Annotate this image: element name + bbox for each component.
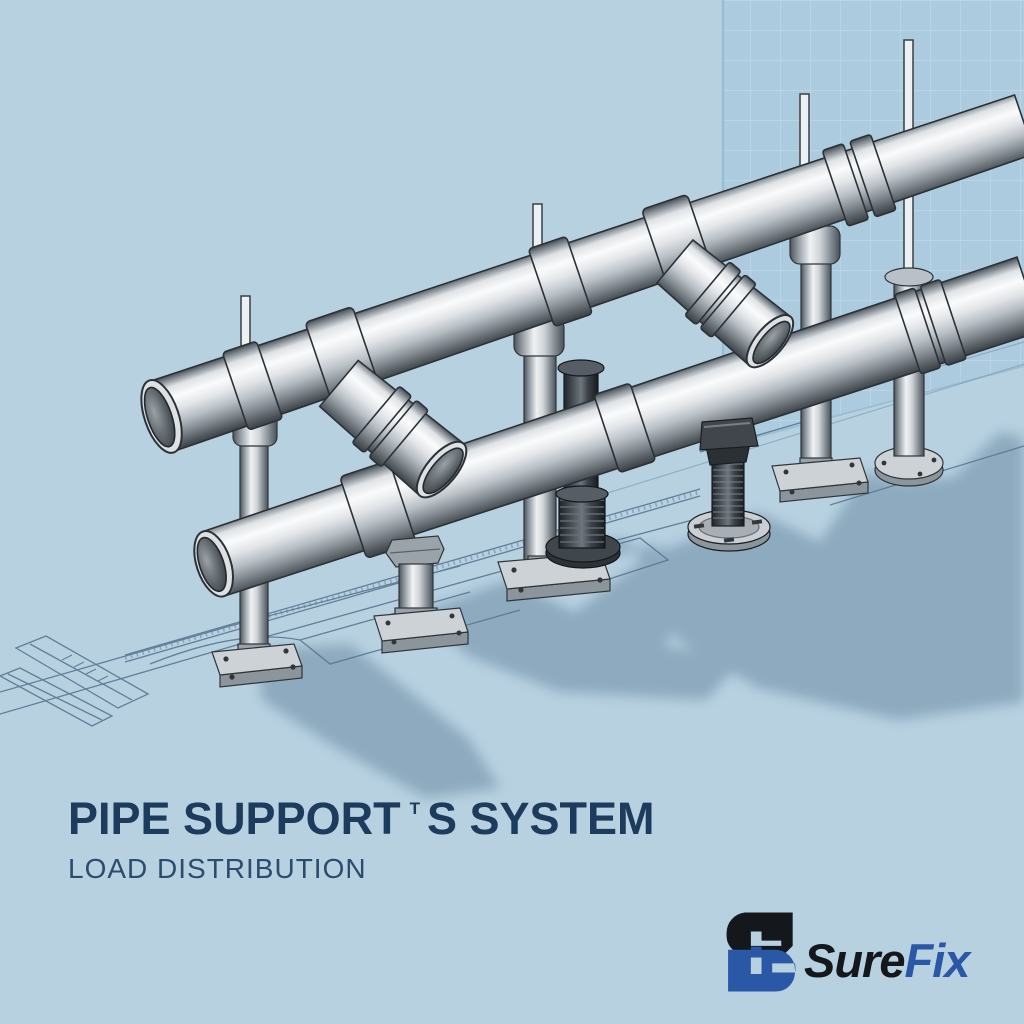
logo-text-sure: Sure — [804, 934, 905, 987]
pipe-coupling — [594, 383, 656, 473]
surefix-logo: SureFix — [722, 906, 971, 998]
title-text-post: S SYSTEM — [426, 793, 655, 844]
pipe-coupling — [849, 134, 897, 218]
branch-stub-left — [318, 359, 468, 499]
surefix-logo-icon — [726, 912, 796, 992]
pipe-coupling — [700, 274, 756, 338]
page-subtitle: LOAD DISTRIBUTION — [68, 853, 367, 884]
pipe-bore — [196, 536, 227, 593]
pipe-coupling — [528, 236, 593, 327]
ground-shadows — [258, 432, 1024, 798]
pipe-coupling — [822, 143, 869, 227]
pipe-coupling — [369, 400, 429, 467]
stem-rod — [799, 93, 810, 173]
cad-beam-1-hatch — [61, 654, 109, 682]
pipe-bore — [752, 320, 791, 365]
boot-top-flange — [555, 485, 609, 503]
cad-beam-2 — [0, 667, 114, 727]
dark-post-flange — [557, 359, 605, 377]
caption-block: PIPE SUPPORT T S SYSTEM LOAD DISTRIBUTION — [68, 796, 655, 885]
support-post-4-boot — [545, 485, 621, 569]
lower-pipe — [193, 256, 1024, 598]
pipe-bore — [422, 447, 464, 495]
page-title: PIPE SUPPORT T S SYSTEM — [68, 796, 655, 841]
post-cap — [884, 267, 934, 287]
logo-icon-black-half — [726, 912, 793, 958]
post-column — [398, 563, 434, 615]
surefix-logo-text: SureFix — [804, 934, 971, 987]
logo-icon-blue-half — [728, 946, 796, 992]
pipe-coupling — [222, 341, 283, 430]
title-superscript-mark: T — [409, 799, 420, 818]
threaded-column — [711, 457, 745, 527]
pipe-coupling — [894, 287, 941, 375]
logo-text-fix: Fix — [904, 934, 971, 987]
cad-beam-1 — [14, 635, 150, 709]
base-plate — [771, 457, 869, 492]
base-plate — [211, 643, 303, 676]
pipe-coupling — [685, 262, 741, 325]
pipe-bore — [143, 386, 176, 448]
branch-stub-right — [655, 238, 795, 369]
shadow-right — [640, 432, 1024, 720]
pipe-coupling — [920, 279, 967, 366]
title-text-pre: PIPE SUPPORT — [68, 793, 401, 844]
support-post-2 — [373, 535, 469, 654]
threaded-jack — [687, 417, 771, 552]
shadow-left-post — [258, 644, 500, 798]
pipe-coupling — [352, 386, 412, 453]
base-plate — [373, 607, 469, 642]
